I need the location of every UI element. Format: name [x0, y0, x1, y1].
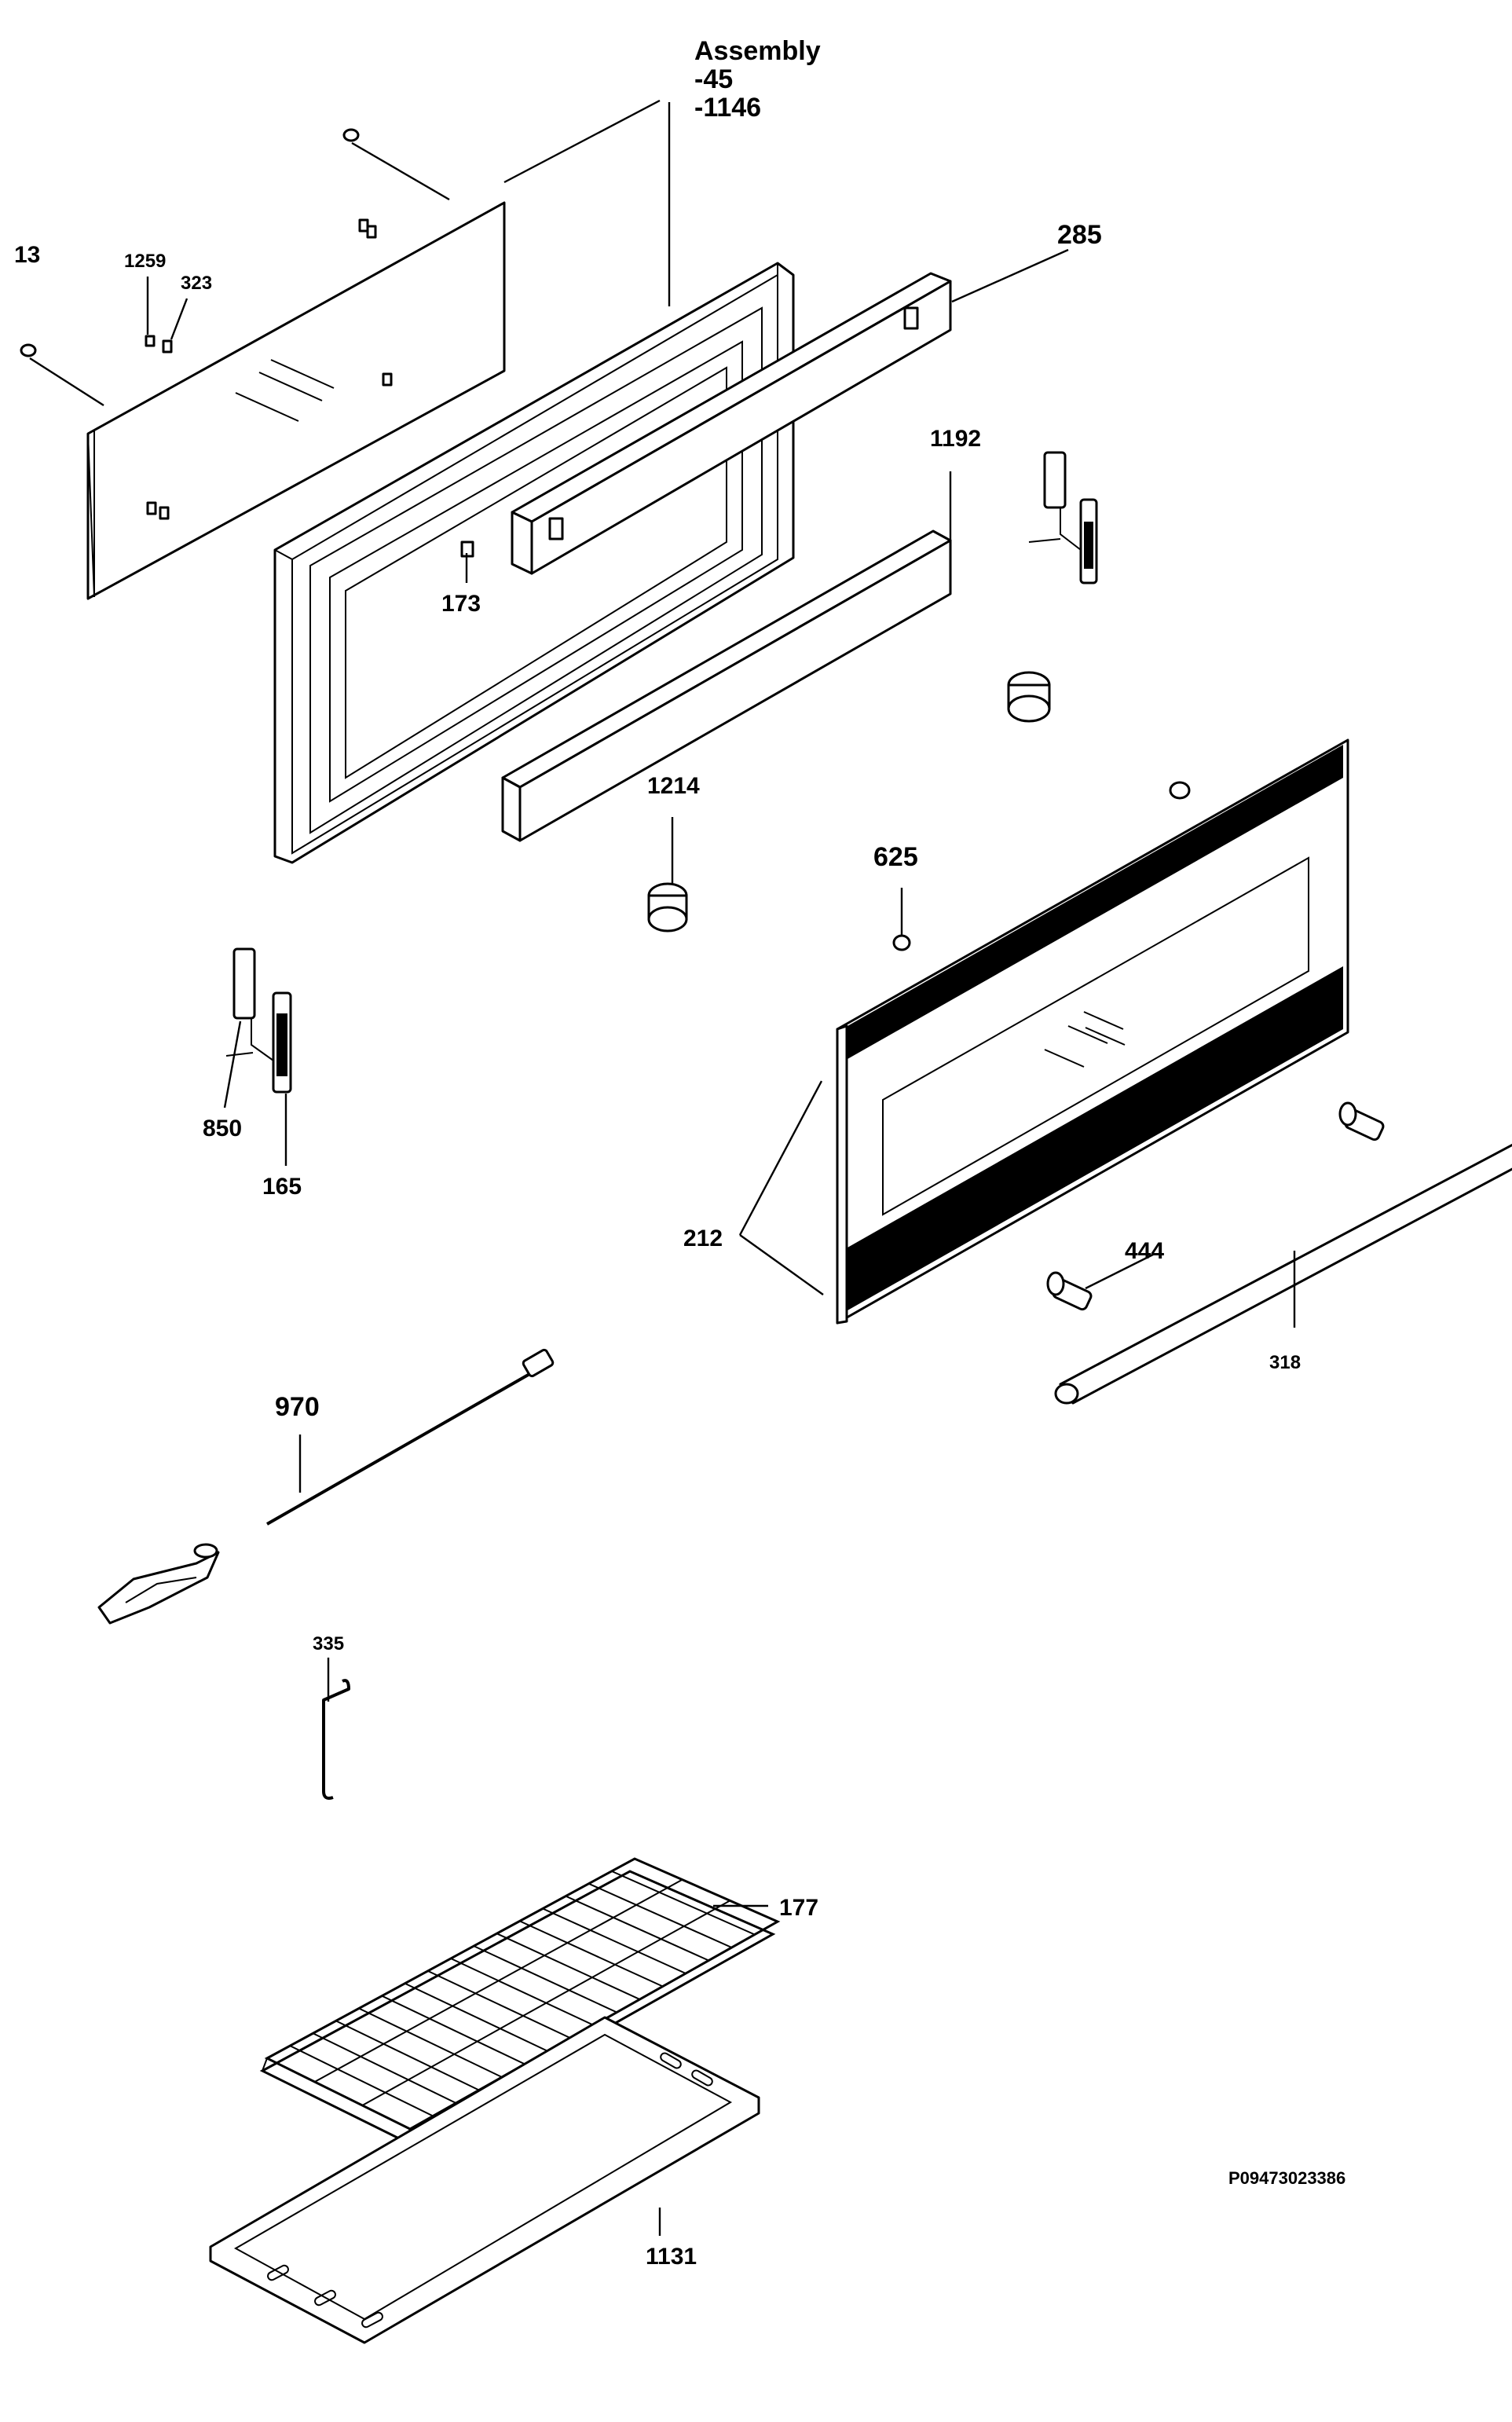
- label-13: 13: [14, 242, 40, 268]
- label-625: 625: [873, 842, 918, 872]
- shelf-wire: [289, 2045, 434, 2117]
- shelf-crossbar: [314, 1878, 683, 2083]
- shelf-wire: [565, 1895, 709, 1962]
- handle-support-upper[interactable]: [1338, 1101, 1385, 1141]
- tray-frame-1131[interactable]: [209, 2016, 760, 2344]
- handle-bar-318[interactable]: [1054, 1130, 1512, 1405]
- shelf-wire: [519, 1920, 664, 1988]
- outer-door-glass-212[interactable]: [836, 738, 1349, 1325]
- label-444: 444: [1125, 1238, 1164, 1264]
- label-970: 970: [275, 1392, 320, 1422]
- label-1192: 1192: [930, 426, 981, 452]
- clip-1259[interactable]: [145, 335, 156, 347]
- shelf-wire: [427, 1969, 572, 2039]
- shelf-wire: [381, 1995, 525, 2065]
- label-285: 285: [1057, 220, 1102, 250]
- part-labels: Assembly -45 -1146 13 1259 323 285 1192 …: [14, 36, 1345, 2270]
- leader-lines: [29, 99, 1296, 2236]
- inner-glass-panel[interactable]: [86, 201, 506, 600]
- label-1259: 1259: [124, 251, 166, 272]
- hinge-right[interactable]: [1028, 451, 1098, 584]
- drawing-code: P09473023386: [1228, 2168, 1345, 2188]
- nut-625[interactable]: [892, 934, 911, 951]
- nut-625-right[interactable]: [1169, 781, 1191, 800]
- label-assembly-45: -45: [694, 64, 733, 94]
- label-335: 335: [313, 1633, 344, 1654]
- shelf-wire: [405, 1982, 548, 2052]
- shelf-wire: [313, 2032, 456, 2104]
- spacer-right[interactable]: [1007, 671, 1051, 723]
- label-1131: 1131: [646, 2244, 697, 2270]
- label-212: 212: [683, 1226, 723, 1251]
- shelf-wire: [473, 1945, 617, 2013]
- shelf-wire: [358, 2007, 503, 2078]
- label-173: 173: [441, 591, 481, 617]
- label-318: 318: [1269, 1352, 1301, 1373]
- wire-shelf-177[interactable]: [259, 1857, 781, 2143]
- screw-13[interactable]: [20, 343, 37, 357]
- label-1214: 1214: [647, 773, 700, 799]
- shelf-wire: [335, 2020, 480, 2091]
- label-165: 165: [262, 1174, 302, 1200]
- shelf-wire: [611, 1870, 756, 1936]
- label-850: 850: [203, 1116, 242, 1141]
- meat-probe-970[interactable]: [97, 1348, 555, 1625]
- wire-pin-335[interactable]: [322, 1679, 350, 1800]
- spacer-1214[interactable]: [647, 882, 688, 933]
- label-assembly: Assembly: [694, 36, 821, 66]
- top-profile-285[interactable]: [511, 272, 952, 575]
- label-177: 177: [779, 1895, 818, 1921]
- shelf-wire: [588, 1882, 732, 1948]
- hinge-left[interactable]: [225, 947, 292, 1094]
- handle-support-444[interactable]: [1046, 1271, 1093, 1311]
- screw-top[interactable]: [342, 128, 360, 142]
- shelf-crossbar: [361, 1900, 730, 2106]
- shelf-wire: [450, 1958, 595, 2026]
- label-assembly-1146: -1146: [694, 93, 761, 123]
- clip-323[interactable]: [162, 339, 173, 354]
- shelf-wire: [496, 1933, 640, 2000]
- label-323: 323: [181, 273, 212, 294]
- shelf-wire: [542, 1907, 686, 1974]
